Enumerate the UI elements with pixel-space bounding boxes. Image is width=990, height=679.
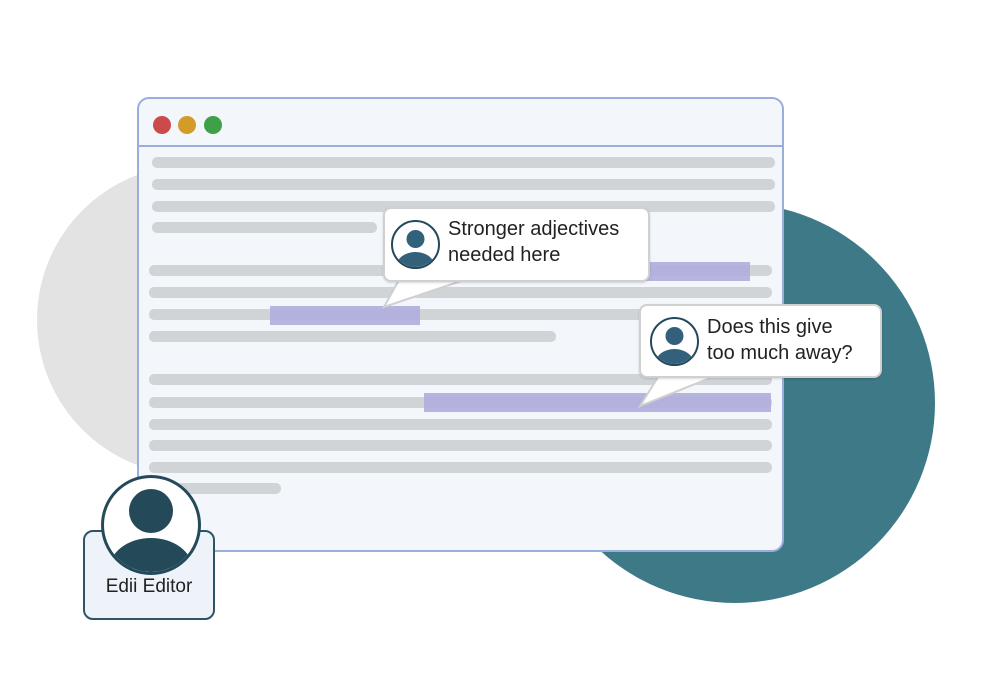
user-name: Edii Editor bbox=[105, 576, 193, 597]
comment-bubble[interactable]: Stronger adjectives needed here bbox=[383, 207, 650, 282]
maximize-window-button[interactable] bbox=[204, 116, 222, 134]
user-icon bbox=[109, 489, 193, 572]
comment-bubble[interactable]: Does this give too much away? bbox=[639, 304, 882, 378]
close-window-button[interactable] bbox=[153, 116, 171, 134]
text-highlight[interactable] bbox=[640, 262, 750, 281]
title-bar bbox=[139, 99, 782, 147]
minimize-window-button[interactable] bbox=[178, 116, 196, 134]
text-line bbox=[152, 157, 775, 168]
text-line bbox=[149, 309, 772, 320]
text-line bbox=[152, 179, 775, 190]
text-line bbox=[149, 374, 772, 385]
comment-line: too much away? bbox=[707, 342, 853, 364]
bubble-tail bbox=[637, 373, 721, 409]
text-line bbox=[152, 222, 377, 233]
comment-line: Stronger adjectives bbox=[448, 218, 620, 240]
comment-text: Stronger adjectives needed here bbox=[448, 216, 619, 268]
text-line bbox=[149, 483, 281, 494]
text-highlight[interactable] bbox=[424, 393, 771, 412]
user-avatar bbox=[101, 475, 201, 575]
text-line bbox=[149, 419, 772, 430]
user-icon bbox=[655, 327, 694, 364]
text-highlight[interactable] bbox=[270, 306, 420, 325]
comment-line: needed here bbox=[448, 244, 561, 266]
text-line bbox=[149, 287, 772, 298]
text-line bbox=[149, 440, 772, 451]
text-line bbox=[152, 201, 775, 212]
user-icon bbox=[396, 230, 435, 267]
text-line bbox=[149, 331, 556, 342]
comment-line: Does this give bbox=[707, 316, 833, 338]
text-line bbox=[149, 462, 772, 473]
bubble-tail bbox=[381, 277, 471, 309]
avatar bbox=[391, 220, 440, 269]
comment-text: Does this give too much away? bbox=[707, 314, 853, 366]
avatar bbox=[650, 317, 699, 366]
